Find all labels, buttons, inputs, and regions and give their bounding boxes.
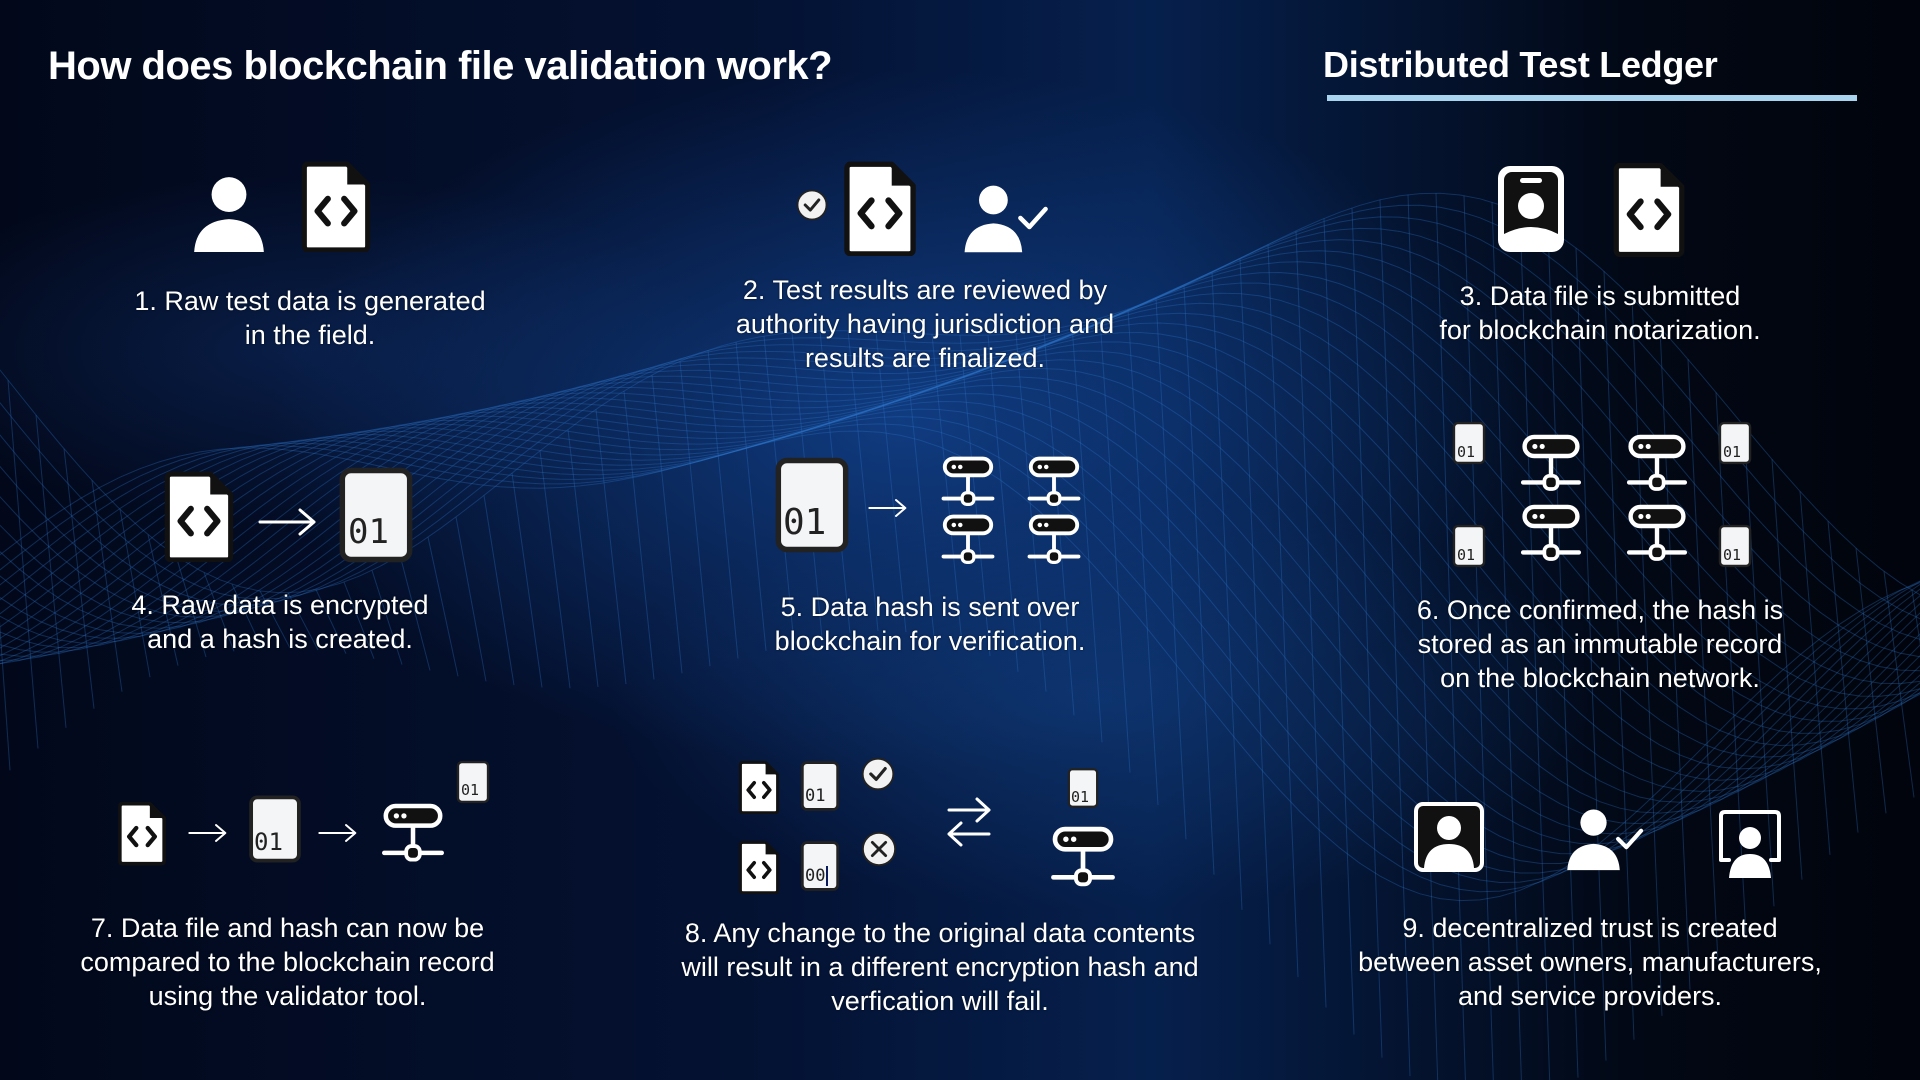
arrow-right-icon: [188, 822, 228, 844]
mesh-line: [0, 359, 1920, 814]
person-check-icon: [1564, 806, 1646, 872]
mesh-line: [539, 450, 571, 689]
binary-file-icon: 01: [1067, 766, 1099, 810]
mesh-line: [1295, 230, 1327, 1008]
binary-file-icon: 01: [774, 454, 850, 556]
mesh-line: [0, 621, 11, 771]
binary-file-icon: 01: [456, 760, 490, 804]
step-6-caption: 6. Once confirmed, the hash is stored as…: [1416, 595, 1784, 693]
mesh-line: [623, 390, 655, 680]
code-file-icon: [738, 760, 780, 814]
mesh-line: [1827, 521, 1859, 833]
code-file-icon: [842, 160, 918, 256]
ledger-title: Distributed Test Ledger: [1323, 44, 1718, 85]
mesh-line: [1911, 590, 1920, 646]
portrait-frame-icon: [1412, 800, 1486, 874]
mesh-line: [875, 331, 907, 633]
mesh-line: [511, 473, 543, 688]
mesh-line: [847, 330, 879, 632]
binary-file-icon: 01: [338, 466, 414, 564]
mesh-line: [1183, 286, 1215, 875]
mesh-line: [91, 480, 123, 692]
x-circle-icon: [860, 830, 898, 868]
server-network-icon: [1508, 434, 1700, 568]
code-file-icon: [300, 160, 372, 252]
binary-file-icon: 00: [800, 840, 840, 892]
mesh-line: [1883, 571, 1915, 798]
mesh-line: [7, 380, 39, 749]
code-file-icon: [1612, 161, 1686, 257]
mesh-line: [595, 409, 627, 685]
page-title: How does blockchain file validation work…: [48, 44, 833, 88]
mesh-line: [1099, 318, 1131, 773]
check-circle-icon: [795, 188, 829, 222]
person-icon: [188, 172, 270, 254]
hash-label-tampered: 00: [805, 866, 829, 886]
hash-label: 01: [348, 512, 389, 552]
mesh-line: [1211, 272, 1243, 910]
step-8-caption: 8. Any change to the original data conte…: [681, 918, 1199, 1016]
code-file-icon: [738, 840, 780, 894]
server-network-icon: [930, 456, 1090, 572]
step-5-caption: 5. Data hash is sent over blockchain for…: [774, 592, 1086, 656]
hash-label: 01: [1723, 443, 1742, 461]
person-screen-icon: [1713, 806, 1787, 880]
swap-arrows-icon: [947, 797, 991, 847]
hash-label: 01: [1457, 546, 1476, 564]
step-4-caption: 4. Raw data is encrypted and a hash is c…: [131, 590, 429, 654]
mesh-line: [1267, 244, 1299, 978]
step-9-caption: 9. decentralized trust is created betwee…: [1358, 913, 1822, 1011]
mesh-line: [651, 374, 683, 674]
server-network-icon: [1040, 826, 1126, 896]
step-3-caption: 3. Data file is submitted for blockchain…: [1439, 281, 1761, 345]
code-file-icon: [163, 470, 235, 562]
hash-label: 01: [783, 502, 827, 543]
mesh-line: [1155, 298, 1187, 840]
hash-label: 01: [1723, 546, 1742, 564]
hash-label: 01: [254, 828, 283, 856]
binary-file-icon: 01: [1718, 421, 1752, 465]
step-1-caption: 1. Raw test data is generated in the fie…: [134, 286, 486, 350]
binary-file-icon: 01: [248, 792, 302, 866]
binary-file-icon: 01: [1718, 524, 1752, 568]
hash-label: 01: [1071, 788, 1090, 806]
ledger-underline: [1327, 95, 1857, 101]
mesh-line: [567, 429, 599, 688]
mesh-line: [679, 361, 711, 667]
mesh-line: [1127, 309, 1159, 806]
person-check-icon: [958, 182, 1054, 254]
binary-file-icon: 01: [800, 760, 840, 812]
mesh-line: [1855, 548, 1887, 814]
binary-file-icon: 01: [1452, 421, 1486, 465]
binary-file-icon: 01: [1452, 524, 1486, 568]
arrow-right-icon: [258, 507, 318, 537]
check-circle-icon: [860, 756, 896, 792]
mesh-line: [0, 350, 1920, 803]
mesh-line: [1239, 258, 1271, 945]
step-2-caption: 2. Test results are reviewed by authorit…: [735, 275, 1115, 373]
server-network-icon: [370, 803, 456, 871]
id-badge-icon: [1494, 161, 1568, 257]
hash-label: 01: [805, 786, 826, 806]
code-file-icon: [117, 800, 167, 866]
hash-label: 01: [1457, 443, 1476, 461]
arrow-right-icon: [868, 496, 908, 520]
mesh-line: [35, 414, 67, 728]
step-7-caption: 7. Data file and hash can now be compare…: [80, 913, 495, 1011]
mesh-line: [63, 448, 95, 709]
hash-label: 01: [461, 781, 480, 799]
arrow-right-icon: [318, 822, 358, 844]
